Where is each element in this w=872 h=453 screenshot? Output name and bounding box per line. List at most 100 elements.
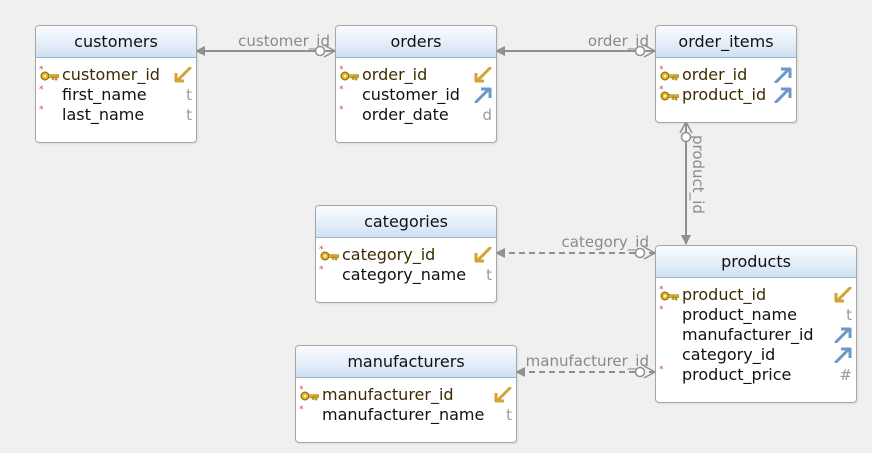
required-marker: * — [659, 65, 664, 75]
column-name: first_name — [62, 85, 147, 104]
relationship-label: product_id — [688, 135, 707, 214]
column-type: t — [186, 86, 192, 104]
required-marker: * — [39, 85, 44, 95]
relationship-order-items-products[interactable]: product_id — [679, 121, 707, 245]
entity-products[interactable]: products * product_id * product_name t m… — [655, 245, 857, 403]
column-name: category_id — [342, 245, 436, 264]
relationship-products-categories[interactable]: category_id — [495, 233, 656, 260]
column-row[interactable]: * customer_id — [336, 85, 496, 105]
column-name: customer_id — [62, 65, 160, 84]
required-marker: * — [39, 65, 44, 75]
column-name: product_price — [682, 365, 792, 384]
column-name: manufacturer_name — [322, 405, 485, 424]
column-row[interactable]: * category_name t — [316, 265, 496, 285]
column-row[interactable]: category_id — [656, 345, 856, 365]
relationship-label: manufacturer_id — [526, 352, 649, 371]
entity-orders[interactable]: orders * order_id * customer_id * order_… — [335, 25, 497, 143]
required-marker: * — [659, 305, 664, 315]
entity-title: order_items — [656, 26, 796, 58]
required-marker: * — [659, 365, 664, 375]
column-name: product_id — [682, 285, 767, 304]
column-row[interactable]: * manufacturer_id — [296, 385, 516, 405]
key-icon — [340, 68, 360, 87]
entity-title: manufacturers — [296, 346, 516, 378]
key-icon — [660, 88, 680, 107]
required-marker: * — [319, 245, 324, 255]
column-name: order_date — [362, 105, 449, 124]
required-marker: * — [659, 285, 664, 295]
column-name: order_id — [362, 65, 428, 84]
column-row[interactable]: * category_id — [316, 245, 496, 265]
crows-foot-prong — [643, 252, 656, 260]
required-marker: * — [659, 85, 664, 95]
entity-title: customers — [36, 26, 196, 58]
relationship-label: category_id — [562, 233, 649, 252]
key-icon — [660, 68, 680, 87]
crows-foot-prong — [679, 121, 687, 134]
column-type: t — [486, 266, 492, 284]
column-row[interactable]: * product_name t — [656, 305, 856, 325]
required-marker: * — [299, 385, 304, 395]
column-name: category_name — [342, 265, 467, 284]
relationship-label: order_id — [588, 32, 649, 51]
entity-customers[interactable]: customers * customer_id * first_name t *… — [35, 25, 197, 143]
entity-title: categories — [316, 206, 496, 238]
required-marker: * — [339, 105, 344, 115]
entity-manufacturers[interactable]: manufacturers * manufacturer_id * manufa… — [295, 345, 517, 443]
column-name: order_id — [682, 65, 748, 84]
column-type: d — [482, 106, 492, 124]
column-row[interactable]: * manufacturer_name t — [296, 405, 516, 425]
relationship-products-manufacturers[interactable]: manufacturer_id — [515, 352, 656, 379]
crows-foot-prong — [643, 246, 656, 254]
column-row[interactable]: * customer_id — [36, 65, 196, 85]
column-name: product_id — [682, 85, 767, 104]
key-icon — [320, 248, 340, 267]
crows-foot-prong — [685, 121, 693, 134]
column-row[interactable]: * product_price # — [656, 365, 856, 385]
column-name: last_name — [62, 105, 145, 124]
entity-title: orders — [336, 26, 496, 58]
relationship-order-items-orders[interactable]: order_id — [495, 32, 656, 58]
optional-circle — [680, 131, 692, 143]
key-icon — [40, 68, 60, 87]
column-row[interactable]: * product_id — [656, 285, 856, 305]
entity-title: products — [656, 246, 856, 278]
column-type: t — [186, 106, 192, 124]
crows-foot-prong — [643, 365, 656, 373]
column-type: t — [506, 406, 512, 424]
required-marker: * — [339, 65, 344, 75]
crows-foot-prong — [323, 44, 336, 52]
entity-order-items[interactable]: order_items * order_id * product_id — [655, 25, 797, 123]
key-icon — [660, 288, 680, 307]
column-row[interactable]: * order_id — [656, 65, 796, 85]
column-type: # — [839, 366, 852, 384]
column-row[interactable]: * order_date d — [336, 105, 496, 125]
column-row[interactable]: * product_id — [656, 85, 796, 105]
relationship-orders-customers[interactable]: customer_id — [195, 32, 336, 58]
column-row[interactable]: * last_name t — [36, 105, 196, 125]
column-row[interactable]: * order_id — [336, 65, 496, 85]
crows-foot-prong — [643, 44, 656, 52]
crows-foot-prong — [323, 50, 336, 58]
optional-circle — [314, 45, 326, 57]
required-marker: * — [39, 105, 44, 115]
optional-circle — [634, 45, 646, 57]
column-name: category_id — [682, 345, 776, 364]
optional-circle — [634, 366, 646, 378]
required-marker: * — [339, 85, 344, 95]
column-name: customer_id — [362, 85, 460, 104]
column-row[interactable]: manufacturer_id — [656, 325, 856, 345]
required-marker: * — [299, 405, 304, 415]
column-name: manufacturer_id — [682, 325, 814, 344]
key-icon — [300, 388, 320, 407]
required-marker: * — [319, 265, 324, 275]
entity-categories[interactable]: categories * category_id * category_name… — [315, 205, 497, 303]
column-name: product_name — [682, 305, 797, 324]
column-name: manufacturer_id — [322, 385, 454, 404]
relationship-label: customer_id — [238, 32, 330, 51]
column-row[interactable]: * first_name t — [36, 85, 196, 105]
crows-foot-prong — [643, 50, 656, 58]
optional-circle — [634, 247, 646, 259]
